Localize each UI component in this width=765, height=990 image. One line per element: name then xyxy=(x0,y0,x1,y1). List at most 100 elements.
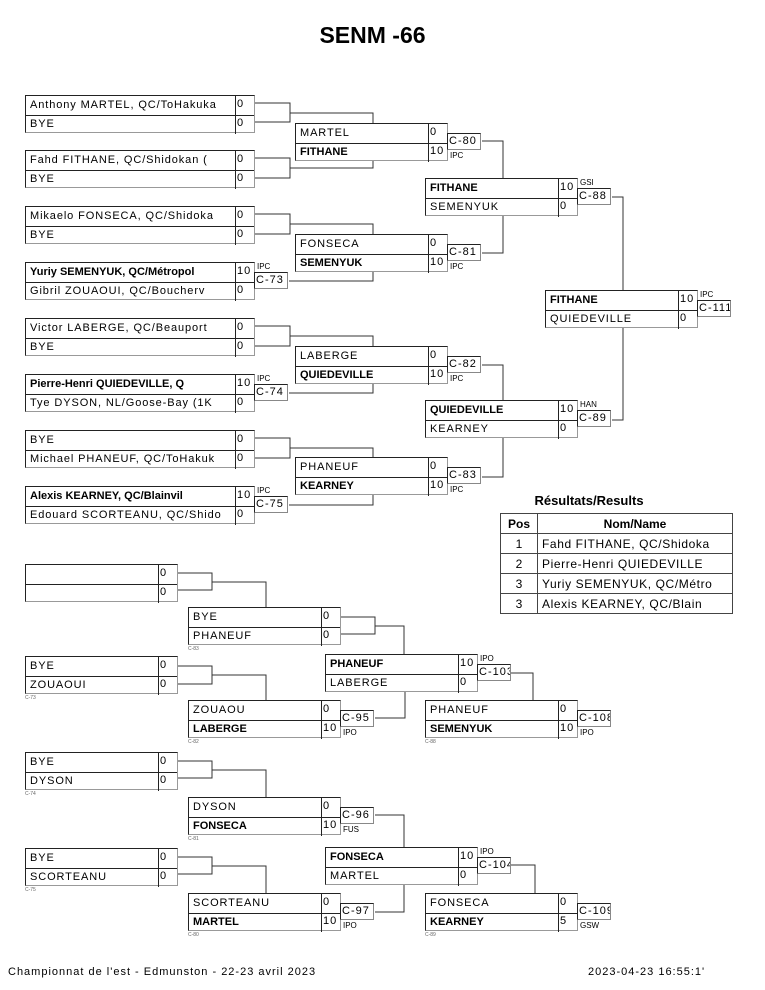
competitor-score: 10 xyxy=(428,366,447,385)
pos-header: Pos xyxy=(500,513,538,534)
competitor-name: PHANEUF xyxy=(300,461,359,473)
connector xyxy=(289,272,374,282)
match-code: C-97 xyxy=(340,903,374,920)
competitor-name: SEMENYUK xyxy=(300,257,363,269)
competitor-score: 0 xyxy=(428,347,447,366)
win-type-note: GSW xyxy=(580,921,600,930)
match-code: C-89 xyxy=(577,410,611,427)
connector xyxy=(178,760,267,797)
competitor-name: LABERGE xyxy=(300,350,359,362)
match-code: C-73 xyxy=(254,272,288,289)
competitor-name: Pierre-Henri QUIEDEVILLE, Q xyxy=(30,378,185,390)
competitor-score: 10 xyxy=(428,143,447,162)
match-code: C-103 xyxy=(477,664,511,681)
win-type-note: GSI xyxy=(580,178,594,187)
result-name: Pierre-Henri QUIEDEVILLE xyxy=(537,553,733,574)
connector xyxy=(482,216,504,254)
match-code: C-83 xyxy=(447,467,481,484)
competitor-row: Pierre-Henri QUIEDEVILLE, Q 10 xyxy=(26,375,254,395)
connector xyxy=(375,885,405,913)
competitor-score: 0 xyxy=(558,198,577,217)
source-match-ref: C-88 xyxy=(425,739,436,745)
competitor-score: 0 xyxy=(235,338,254,357)
competitor-name: PHANEUF xyxy=(193,630,252,642)
competitor-name: BYE xyxy=(30,341,55,353)
competitor-name: Fahd FITHANE, QC/Shidokan ( xyxy=(30,154,208,166)
competitor-score: 0 xyxy=(558,894,577,913)
competitor-score: 0 xyxy=(158,657,177,676)
win-type-note: IPC xyxy=(257,374,271,383)
competitor-score: 0 xyxy=(235,207,254,226)
competitor-row: LABERGE 0 xyxy=(296,347,447,367)
competitor-score: 10 xyxy=(235,375,254,394)
result-name: Alexis KEARNEY, QC/Blain xyxy=(537,593,733,614)
footer-event: Championnat de l'est - Edmunston - 22-23… xyxy=(8,966,317,978)
competitor-name: MARTEL xyxy=(300,127,350,139)
competitor-score: 0 xyxy=(321,798,340,817)
competitor-row: Fahd FITHANE, QC/Shidokan (0 xyxy=(26,151,254,171)
competitor-score: 0 xyxy=(235,282,254,301)
competitor-score: 10 xyxy=(321,913,340,932)
match-code: C-111 xyxy=(697,300,731,317)
competitor-name: BYE xyxy=(30,229,55,241)
connector xyxy=(255,157,374,179)
competitor-name: QUIEDEVILLE xyxy=(550,313,633,325)
win-type-note: IPO xyxy=(343,728,357,737)
competitor-score: 0 xyxy=(158,772,177,791)
results-header-row: Pos Nom/Name xyxy=(500,513,733,534)
name-header: Nom/Name xyxy=(537,513,733,534)
competitor-score: 0 xyxy=(235,450,254,469)
competitor-score: 0 xyxy=(235,226,254,245)
connector xyxy=(289,384,374,394)
competitor-name: KEARNEY xyxy=(430,916,484,928)
connector xyxy=(289,495,374,506)
source-match-ref: C-73 xyxy=(25,695,36,701)
competitor-score: 0 xyxy=(158,753,177,772)
competitor-name: SEMENYUK xyxy=(430,723,493,735)
match-code: C-109 xyxy=(577,903,611,920)
competitor-name: QUIEDEVILLE xyxy=(430,404,504,416)
competitor-name: LABERGE xyxy=(330,677,389,689)
win-type-note: IPO xyxy=(480,654,494,663)
result-pos: 1 xyxy=(500,533,538,554)
connector xyxy=(612,196,624,290)
source-match-ref: C-74 xyxy=(25,791,36,797)
competitor-name: QUIEDEVILLE xyxy=(300,369,374,381)
competitor-row: BYE 0 xyxy=(26,338,254,357)
win-type-note: IPC xyxy=(257,486,271,495)
match-code: C-74 xyxy=(254,384,288,401)
competitor-score: 0 xyxy=(428,235,447,254)
result-name: Yuriy SEMENYUK, QC/Métro xyxy=(537,573,733,594)
competitor-name: BYE xyxy=(30,118,55,130)
competitor-name: Anthony MARTEL, QC/ToHakuka xyxy=(30,99,217,111)
